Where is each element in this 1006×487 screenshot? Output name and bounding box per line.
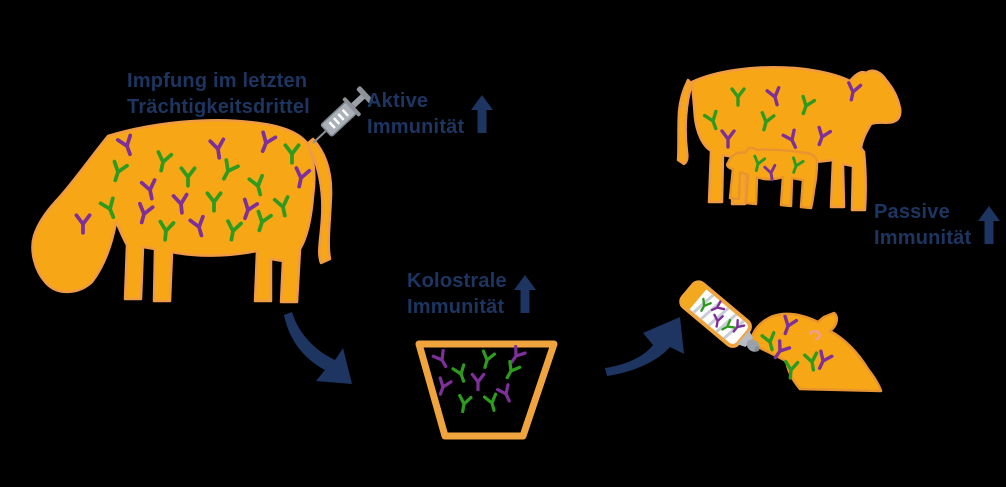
- colostral-immunity-line2: Immunität: [407, 296, 505, 318]
- up-arrow-icon: [513, 275, 536, 313]
- antibody-icon: [482, 392, 502, 414]
- antibody-icon: [431, 348, 453, 372]
- antibody-icon: [433, 376, 453, 398]
- passive-immunity-line2: Immunität: [874, 227, 972, 249]
- calf-nostril-mark: [808, 330, 821, 341]
- mother-cow-with-calf: [676, 65, 902, 212]
- active-immunity-line2: Immunität: [367, 116, 465, 138]
- syringe-icon: [312, 86, 373, 144]
- active-immunity-label: Aktive Immunität: [367, 88, 494, 140]
- up-arrow-icon: [471, 95, 494, 133]
- vaccination-label-line2: Trächtigkeitsdrittel: [127, 96, 310, 118]
- vaccination-label: Impfung im letzten Trächtigkeitsdrittel: [127, 68, 310, 120]
- antibody-icon: [477, 349, 497, 371]
- curved-arrow-down-right-icon: [284, 312, 352, 384]
- antibody-icon: [496, 383, 516, 405]
- passive-immunity-label: Passive Immunität: [874, 199, 1001, 251]
- up-arrow-icon: [978, 206, 1001, 244]
- feeding-bottle-icon: [679, 280, 760, 352]
- passive-immunity-line1: Passive: [874, 201, 950, 223]
- antibody-icon: [470, 372, 486, 392]
- antibody-icon: [455, 393, 473, 415]
- vaccinated-cow: [31, 119, 333, 304]
- cow-body: [31, 119, 316, 304]
- vaccination-label-line1: Impfung im letzten: [127, 70, 308, 92]
- antibody-icon: [500, 359, 522, 383]
- colostral-immunity-label: Kolostrale Immunität: [407, 268, 536, 320]
- antibody-icon: [451, 363, 471, 385]
- colostral-immunity-line1: Kolostrale: [407, 270, 507, 292]
- mother-cow-tail: [676, 78, 694, 166]
- mother-cow-body: [690, 65, 902, 212]
- curved-arrow-up-right-icon: [605, 317, 684, 376]
- active-immunity-line1: Aktive: [367, 90, 429, 112]
- cow-tail: [305, 137, 333, 265]
- bottle-fed-calf: [750, 311, 883, 393]
- colostrum-bucket-icon: [415, 340, 558, 440]
